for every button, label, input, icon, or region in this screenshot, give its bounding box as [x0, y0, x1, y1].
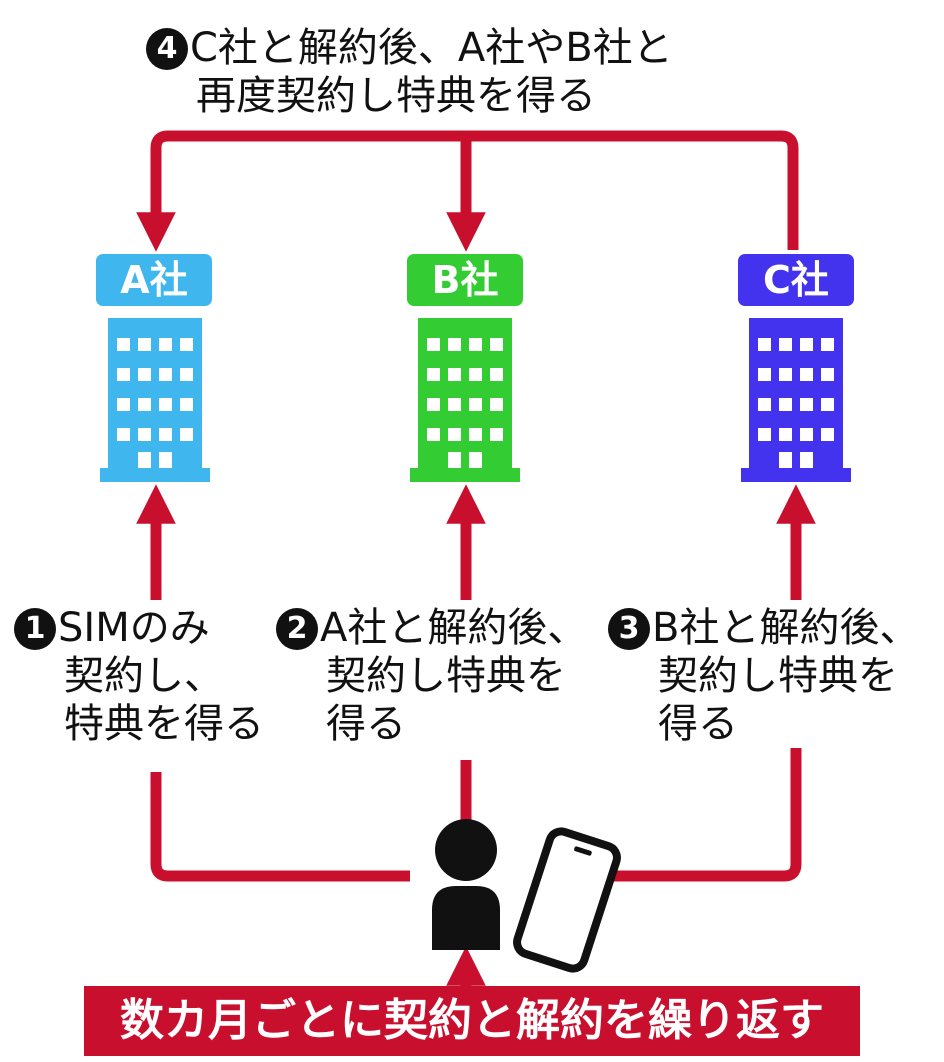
- step-1-text-1: SIMのみ: [58, 605, 210, 651]
- bottom-left-connector: [150, 772, 410, 882]
- top-note-text-1: C社と解約後、A社やB社と: [190, 25, 673, 71]
- step-2-text-1: A社と解約後、: [320, 605, 588, 651]
- step-number-4: 4: [146, 28, 188, 70]
- building-icon: [100, 318, 210, 482]
- company-label-b: B社: [407, 254, 523, 306]
- step-number-3: 3: [608, 608, 650, 650]
- step-3-line3: 得る: [658, 701, 738, 747]
- step-1-line3: 特典を得る: [64, 701, 264, 747]
- step-number-1: 1: [14, 608, 56, 650]
- step-number-2: 2: [276, 608, 318, 650]
- smartphone-icon: [513, 827, 621, 973]
- footer-banner: 数カ月ごとに契約と解約を繰り返す: [84, 986, 860, 1056]
- step-2-line3: 得る: [326, 701, 406, 747]
- top-loop-connector: [136, 130, 799, 252]
- building-icon: [741, 318, 851, 482]
- company-label-a: A社: [96, 254, 212, 306]
- building-icon: [410, 318, 520, 482]
- building-a: [100, 318, 210, 482]
- step-2-line2: 契約し特典を: [326, 653, 566, 699]
- building-b: [410, 318, 520, 482]
- bottom-right-connector: [604, 740, 802, 882]
- step-3-line2: 契約し特典を: [658, 653, 898, 699]
- step-1-line2: 契約し、: [64, 653, 224, 699]
- step-3-text-1: B社と解約後、: [652, 605, 920, 651]
- top-note-line2: 再度契約し特典を得る: [196, 73, 596, 119]
- company-label-c: C社: [738, 254, 854, 306]
- building-c: [741, 318, 851, 482]
- person-icon: [432, 819, 500, 950]
